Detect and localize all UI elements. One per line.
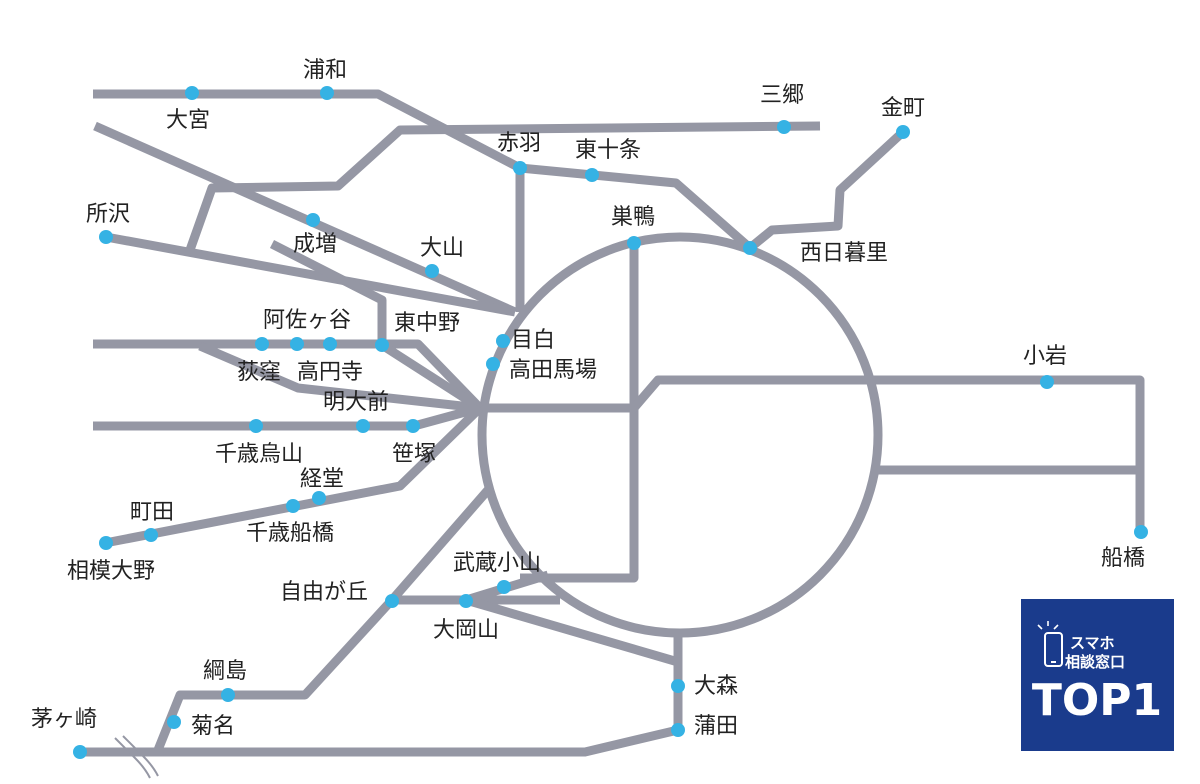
line-seibu-shinjuku xyxy=(269,239,387,345)
station-label: 大岡山 xyxy=(433,618,499,643)
station-dot-tsunashima[interactable] xyxy=(221,688,235,702)
station-label: 赤羽 xyxy=(497,131,541,156)
station-label: 大森 xyxy=(694,674,738,699)
river-mark xyxy=(114,737,151,779)
station-dot-meidaimae[interactable] xyxy=(356,419,370,433)
line-tobu-tojo xyxy=(93,121,517,317)
station-dot-funabashi[interactable] xyxy=(1134,525,1148,539)
rail-lines xyxy=(80,89,1145,779)
line-marunouchi xyxy=(198,341,481,413)
station-label: 荻窪 xyxy=(237,360,281,385)
station-label: 相模大野 xyxy=(67,559,155,584)
station-dot-omori[interactable] xyxy=(671,679,685,693)
station-dot-ogikubo[interactable] xyxy=(255,337,269,351)
station-dot-mejiro[interactable] xyxy=(496,334,510,348)
station-dot-nishinippori[interactable] xyxy=(743,241,757,255)
station-label: 西日暮里 xyxy=(800,241,888,266)
river-mark xyxy=(122,735,159,777)
line-keihin-north xyxy=(519,163,753,252)
badge-background xyxy=(1021,599,1174,751)
station-dot-higashijujo[interactable] xyxy=(585,168,599,182)
station-label: 高円寺 xyxy=(297,360,363,385)
line-odakyu xyxy=(104,404,484,548)
badge-line1: スマホ xyxy=(1070,634,1115,652)
smartphone-icon xyxy=(1037,621,1063,667)
station-labels: 大宮 浦和 三郷 金町 赤羽 東十条 所沢 成増 大山 巣鴨 西日暮里 阿佐ヶ谷… xyxy=(31,58,1145,739)
station-dot-narimasu[interactable] xyxy=(306,213,320,227)
line-toyoko xyxy=(153,487,492,752)
station-dot-kikuna[interactable] xyxy=(167,715,181,729)
station-label: 千歳船橋 xyxy=(246,521,334,546)
station-dot-ookayama[interactable] xyxy=(459,594,473,608)
station-dot-oyama[interactable] xyxy=(425,264,439,278)
station-dot-sagamiono[interactable] xyxy=(99,536,113,550)
line-keio xyxy=(93,403,482,431)
line-mita xyxy=(520,242,639,583)
station-label: 町田 xyxy=(130,500,174,525)
station-dot-kamata[interactable] xyxy=(671,723,685,737)
stations xyxy=(73,86,1148,759)
badge-line2: 相談窓口 xyxy=(1065,653,1125,671)
station-dot-kanamachi[interactable] xyxy=(896,125,910,139)
station-dot-akabane[interactable] xyxy=(513,161,527,175)
station-dot-misato[interactable] xyxy=(777,120,791,134)
line-inokashira xyxy=(379,341,483,412)
station-dot-jiyugaoka[interactable] xyxy=(385,594,399,608)
station-label: 自由が丘 xyxy=(280,580,368,605)
station-dot-chitosefunabashi[interactable] xyxy=(286,499,300,513)
line-musashino xyxy=(185,121,821,252)
station-dot-tokorozawa[interactable] xyxy=(99,230,113,244)
station-label: 東十条 xyxy=(575,138,641,163)
station-dot-kyodo[interactable] xyxy=(312,491,326,505)
station-label: 明大前 xyxy=(323,390,389,415)
yamanote-ring xyxy=(477,232,883,638)
station-label: 高田馬場 xyxy=(509,358,597,383)
station-dot-chitosekarasuyama[interactable] xyxy=(249,419,263,433)
station-dot-musashikoyama[interactable] xyxy=(497,580,511,594)
station-dot-sasazuka[interactable] xyxy=(406,419,420,433)
station-label: 東中野 xyxy=(394,311,460,336)
station-label: 船橋 xyxy=(1101,546,1145,571)
line-seibu-ikebukuro xyxy=(105,232,516,317)
station-label: 千歳烏山 xyxy=(215,442,303,467)
station-dot-omiya[interactable] xyxy=(185,86,199,100)
station-label: 巣鴨 xyxy=(611,205,655,230)
station-dot-higashinakano[interactable] xyxy=(375,338,389,352)
station-label: 目白 xyxy=(511,328,555,353)
station-label: 綱島 xyxy=(203,659,247,684)
station-label: 笹塚 xyxy=(392,442,436,467)
station-label: 菊名 xyxy=(191,714,235,739)
station-label: 所沢 xyxy=(86,202,130,227)
station-dot-machida[interactable] xyxy=(144,528,158,542)
station-dot-koiwa[interactable] xyxy=(1040,375,1054,389)
station-dot-sugamo[interactable] xyxy=(627,236,641,250)
station-label: 蒲田 xyxy=(694,714,738,739)
station-dot-urawa[interactable] xyxy=(320,86,334,100)
station-dot-takadanobaba[interactable] xyxy=(486,357,500,371)
station-label: 経堂 xyxy=(300,467,344,492)
station-label: 茅ヶ崎 xyxy=(31,707,97,732)
line-chuo-sobu-inner xyxy=(480,375,1145,532)
line-joban xyxy=(747,128,907,252)
station-dot-asagaya[interactable] xyxy=(290,337,304,351)
station-label: 大宮 xyxy=(166,108,210,133)
badge-top1: TOP1 xyxy=(1032,675,1162,726)
station-label: 成増 xyxy=(293,232,337,257)
station-label: 阿佐ヶ谷 xyxy=(263,308,351,333)
station-label: 金町 xyxy=(881,96,925,121)
station-dot-koenji[interactable] xyxy=(323,337,337,351)
station-label: 小岩 xyxy=(1023,344,1067,369)
top1-badge[interactable]: スマホ 相談窓口 TOP1 xyxy=(1021,599,1174,751)
station-label: 三郷 xyxy=(760,83,804,108)
station-label: 浦和 xyxy=(303,58,347,83)
line-tokaido xyxy=(80,725,680,757)
line-tamagawa xyxy=(464,595,680,667)
station-label: 大山 xyxy=(420,236,464,261)
station-dot-chigasaki[interactable] xyxy=(73,745,87,759)
station-label: 武蔵小山 xyxy=(453,551,541,576)
